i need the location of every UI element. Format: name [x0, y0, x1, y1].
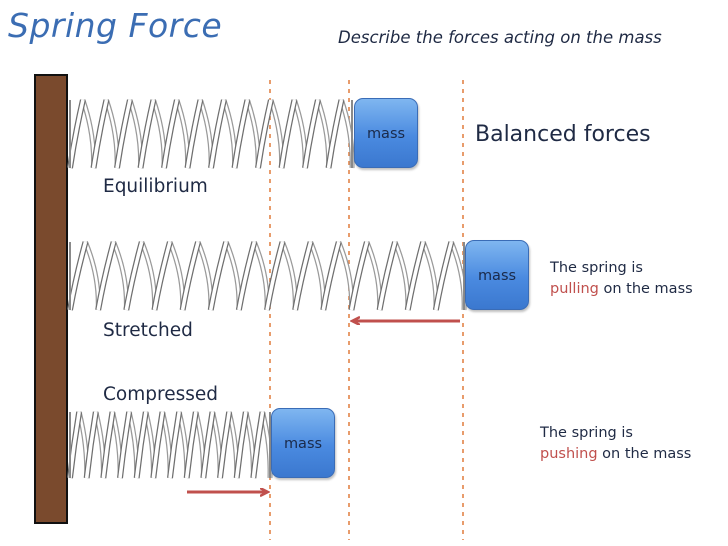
coil-front-highlight: [138, 99, 156, 169]
coil-front-highlight: [326, 99, 344, 169]
coil-front-highlight: [124, 241, 144, 311]
coil-front-highlight: [237, 241, 257, 311]
coil-front-highlight: [162, 99, 179, 169]
slide-title: Spring Force: [8, 6, 223, 45]
coil-front-highlight: [84, 411, 98, 479]
label-equilibrium: Equilibrium: [103, 176, 208, 197]
coil-front-highlight: [279, 99, 297, 169]
mass-block-stretched: mass: [465, 240, 529, 310]
coil-front-highlight: [251, 411, 265, 479]
wall: [34, 74, 68, 524]
note-pushing-line2: pushing on the mass: [540, 444, 691, 465]
coil-front-highlight: [96, 241, 116, 311]
coil-front-highlight: [234, 411, 248, 479]
coil-front-highlight: [180, 241, 200, 311]
coil-front-highlight: [151, 411, 165, 479]
note-pulling: The spring is pulling on the mass: [550, 258, 693, 300]
coil-front-highlight: [405, 241, 425, 311]
coil-front-highlight: [209, 99, 226, 169]
note-pushing-rest: on the mass: [597, 446, 692, 462]
mass-block-compressed: mass: [271, 408, 335, 478]
note-pushing-line1: The spring is: [540, 425, 633, 441]
coil-front-highlight: [134, 411, 148, 479]
label-stretched: Stretched: [103, 320, 193, 341]
coil-front-highlight: [91, 99, 109, 169]
coil-front-highlight: [434, 241, 454, 311]
spring-compressed: [67, 411, 273, 479]
coil-front-highlight: [303, 99, 320, 169]
spring-stretched: [67, 241, 467, 311]
coil-front-highlight: [168, 411, 181, 479]
coil-front-highlight: [256, 99, 273, 169]
coil-front-highlight: [265, 241, 285, 311]
slide-subtitle: Describe the forces acting on the mass: [338, 28, 662, 47]
coil-front-highlight: [208, 241, 228, 311]
coil-front-highlight: [184, 411, 198, 479]
coil-front-highlight: [68, 99, 85, 169]
coil-front-highlight: [118, 411, 131, 479]
note-pulling-line2: pulling on the mass: [550, 279, 693, 300]
coil-front-highlight: [101, 411, 115, 479]
coil-front-highlight: [293, 241, 313, 311]
note-pulling-rest: on the mass: [598, 281, 693, 297]
keyword-pushing: pushing: [540, 446, 598, 462]
coil-front-highlight: [201, 411, 215, 479]
coil-front-highlight: [218, 411, 231, 479]
caption-balanced-forces: Balanced forces: [475, 122, 651, 147]
mass-block-equilibrium: mass: [354, 98, 418, 168]
spring-equilibrium: [67, 99, 355, 169]
coil-front-highlight: [321, 241, 341, 311]
coil-front-highlight: [115, 99, 132, 169]
coil-front-highlight: [349, 241, 369, 311]
note-pushing: The spring is pushing on the mass: [540, 423, 691, 465]
keyword-pulling: pulling: [550, 281, 599, 297]
coil-front-highlight: [377, 241, 397, 311]
coil-front-highlight: [152, 241, 172, 311]
coil-front-highlight: [185, 99, 203, 169]
coil-front-highlight: [232, 99, 250, 169]
note-pulling-line1: The spring is: [550, 260, 643, 276]
coil-front-highlight: [68, 241, 88, 311]
label-compressed: Compressed: [103, 384, 218, 405]
